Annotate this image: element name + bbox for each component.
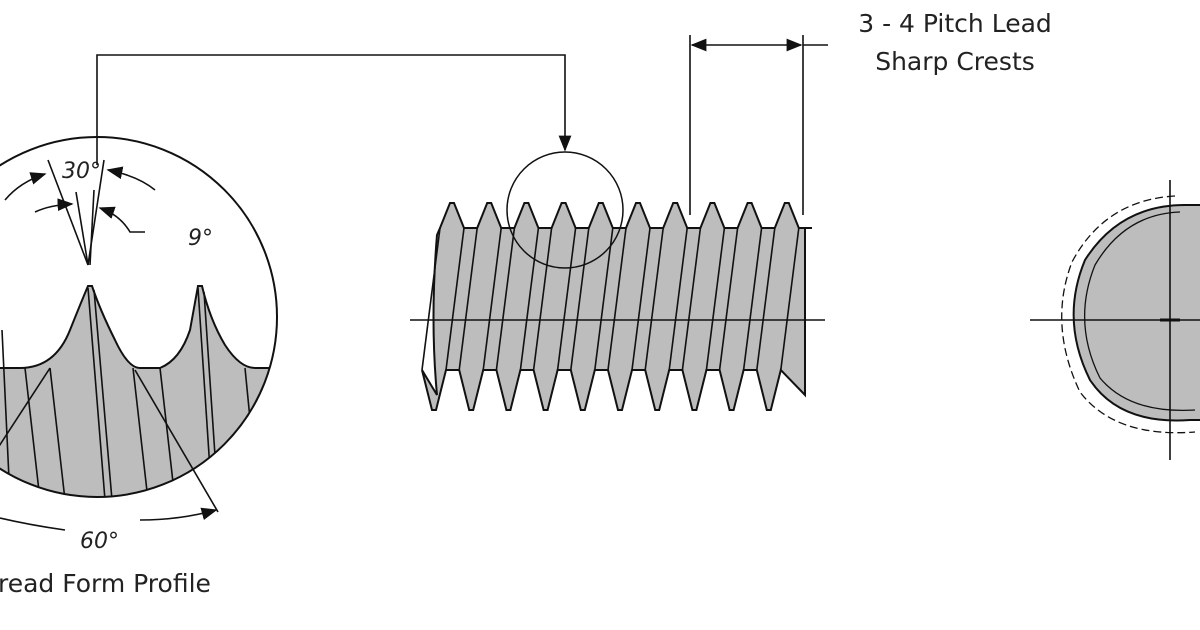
- helix-line: [458, 227, 478, 371]
- profile-fill: [0, 285, 277, 497]
- helix-line: [668, 227, 688, 371]
- helix-line: [445, 227, 465, 371]
- helix-line: [718, 227, 739, 371]
- detail-leader-line: [96, 54, 572, 165]
- bolt-body: [421, 202, 812, 411]
- helix-line: [519, 227, 540, 371]
- crosshair: [1030, 180, 1200, 460]
- helix-line: [556, 227, 577, 371]
- major-diameter-outline: [1061, 195, 1196, 434]
- helix-line: [681, 227, 702, 371]
- helix-line: [607, 227, 627, 371]
- minor-diameter-outline: [1083, 211, 1196, 412]
- sharp-crests-label: Sharp Crests: [875, 47, 1035, 76]
- angle-9-label: 9°: [188, 226, 213, 251]
- helix-line: [495, 227, 516, 371]
- angle-60-label: 60°: [80, 529, 119, 554]
- helix-line: [570, 227, 590, 371]
- helix-line: [780, 227, 800, 371]
- helix-line: [742, 227, 763, 371]
- helix-line: [644, 227, 664, 371]
- helix-lines: [421, 227, 800, 371]
- pitch-lead-dimension: [689, 35, 828, 215]
- helix-line: [594, 227, 614, 371]
- helix-line: [631, 227, 651, 371]
- end-view-lobe: [1072, 204, 1200, 422]
- angle-dimensions: [0, 159, 219, 531]
- angle-30-label: 30°: [62, 159, 101, 184]
- helix-line: [756, 227, 776, 371]
- detail-callout-circle: [506, 151, 624, 269]
- profile-caption: read Form Profile: [0, 569, 211, 598]
- thread-profile-detail: 30° 9° 60° read Form Profile: [0, 136, 278, 598]
- thread-end-view: [1030, 180, 1200, 460]
- helix-line: [532, 227, 553, 371]
- helix-line: [482, 227, 502, 371]
- pitch-lead-label: 3 - 4 Pitch Lead: [858, 9, 1052, 38]
- helix-line: [421, 227, 441, 371]
- threaded-bolt-side-view: [410, 151, 825, 411]
- helix-line: [705, 227, 726, 371]
